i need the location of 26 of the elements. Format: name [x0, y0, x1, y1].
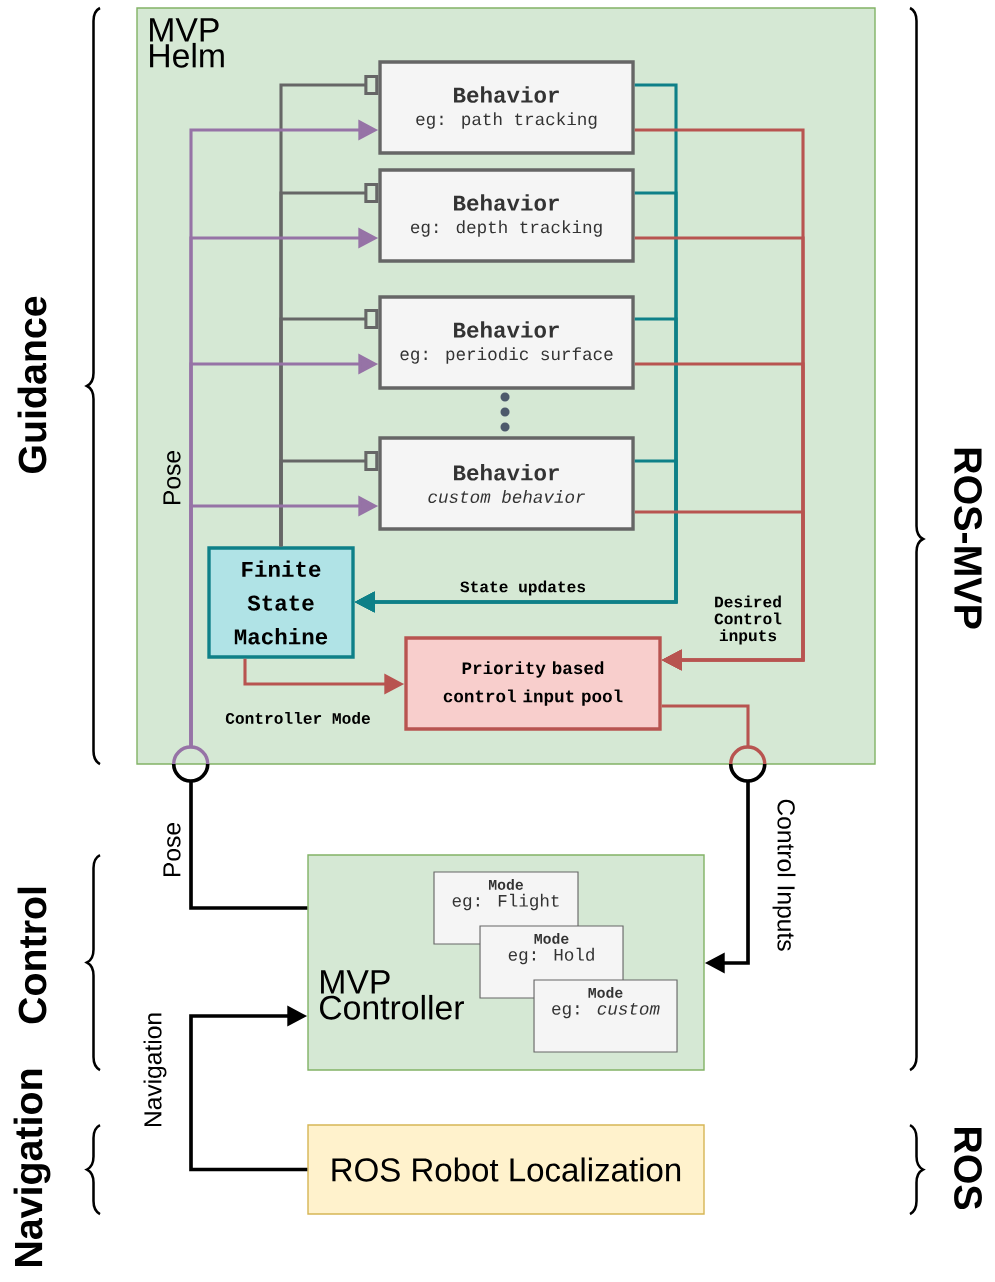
- behavior-box: Behavior eg: periodic surface: [378, 295, 635, 390]
- side-label: Navigation: [13, 1069, 51, 1266]
- edge-label: Pose: [161, 819, 183, 881]
- arrow: [189, 1005, 308, 1172]
- port-circle: [728, 745, 767, 783]
- side-label: ROS: [954, 1128, 982, 1210]
- edge-label: Navigation: [141, 1009, 169, 1131]
- state-machine-box: Finite State Machine: [207, 546, 355, 659]
- edge-label: Pose: [161, 447, 183, 509]
- side-label: ROS-MVP: [954, 448, 982, 629]
- pool-box: Priority based control input pool: [404, 636, 662, 731]
- edge-label: Desired Control inputs: [695, 593, 801, 647]
- connector: [661, 704, 750, 747]
- arrow: [634, 510, 805, 671]
- edge-label: State updates: [457, 578, 589, 598]
- port-circle: [171, 745, 210, 783]
- socket-connector: [279, 451, 379, 547]
- localization-box: ROS Robot Localization: [307, 1124, 705, 1215]
- behavior-box: Behavior eg: depth tracking: [378, 168, 635, 263]
- side-label: Guidance: [17, 296, 47, 474]
- edge-label: Control Inputs: [770, 796, 798, 954]
- connector: [189, 781, 308, 910]
- behavior-box: Behavior eg: path tracking: [378, 60, 635, 155]
- mode-card: Mode eg: custom: [533, 979, 678, 1053]
- behavior-box: Behavior custom behavior: [378, 436, 635, 531]
- side-label: Control: [17, 887, 47, 1024]
